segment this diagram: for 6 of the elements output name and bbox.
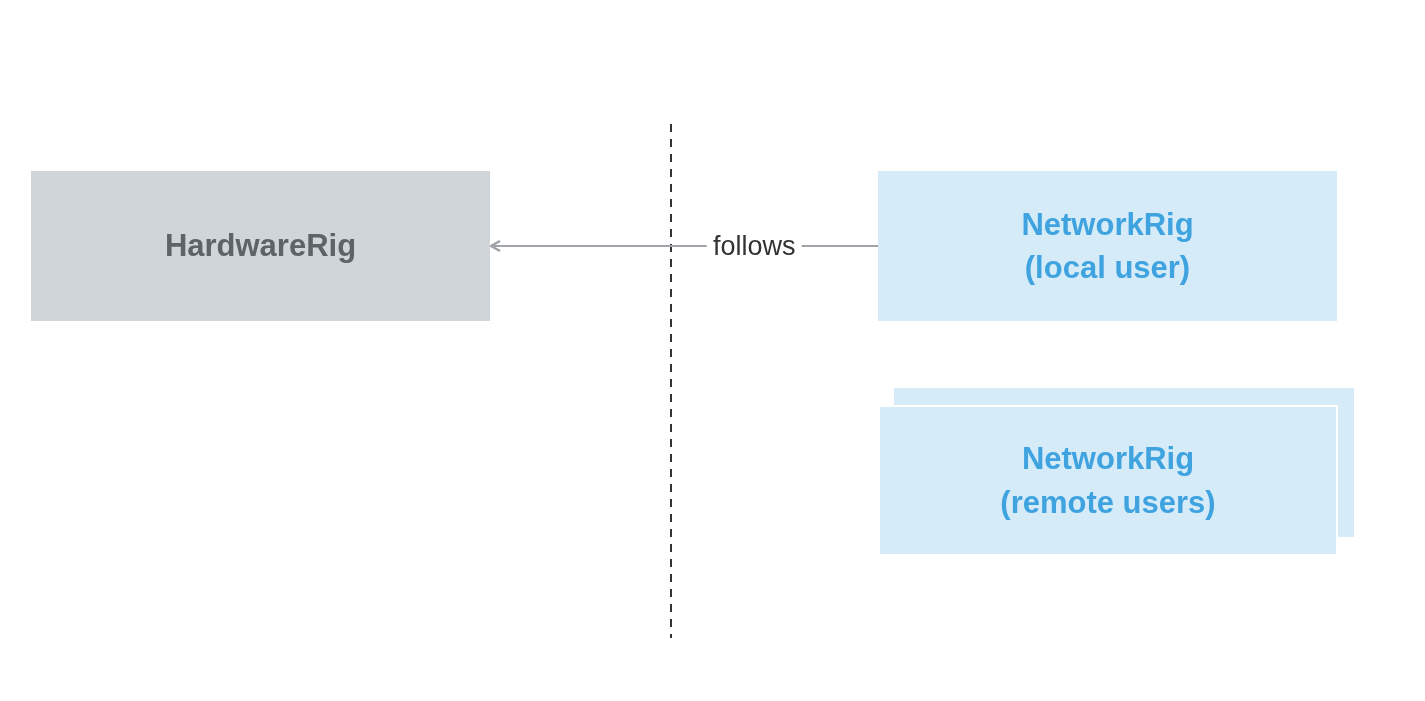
- component-name: NetworkRig (local user): [1020, 205, 1195, 287]
- component-name: HardwareRig: [163, 227, 358, 266]
- component-name: NetworkRig (remote users): [999, 440, 1217, 522]
- component-box: [878, 171, 1337, 321]
- component-box: [31, 171, 490, 321]
- stacked-component-box: [878, 405, 1338, 556]
